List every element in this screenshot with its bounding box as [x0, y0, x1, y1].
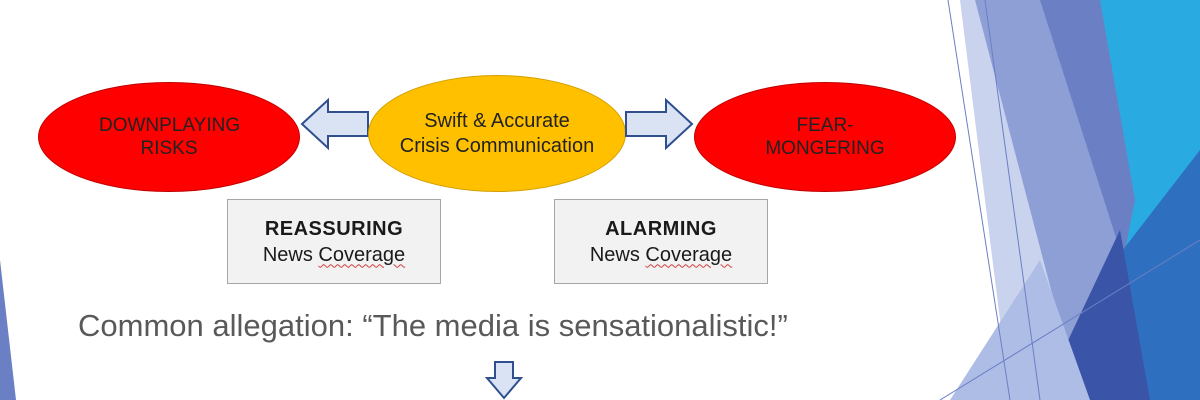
alarming-coverage-box: ALARMING News Coverage [554, 199, 768, 284]
deco-line-2 [984, 0, 1041, 400]
reassuring-coverage-word: Coverage [318, 243, 406, 266]
alarming-news-word: News [589, 243, 646, 266]
down-arrow-icon [485, 361, 523, 400]
fear-mongering-ellipse: FEAR-MONGERING [694, 82, 956, 192]
deco-shape-light [950, 260, 1090, 400]
deco-line-1 [947, 0, 1011, 400]
reassuring-title: REASSURING [264, 217, 404, 240]
reassuring-news-word: News [262, 243, 319, 266]
deco-line-3 [939, 239, 1200, 400]
left-arrow-icon [300, 98, 369, 150]
right-arrow-icon [625, 98, 694, 150]
crisis-communication-ellipse: Swift & Accurate Crisis Communication [368, 75, 626, 192]
alarming-title: ALARMING [605, 217, 717, 240]
fear-mongering-label: FEAR-MONGERING [765, 114, 885, 159]
common-allegation-text: Common allegation: “The media is sensati… [78, 308, 788, 343]
reassuring-subtitle: News Coverage [228, 242, 440, 268]
alarming-subtitle: News Coverage [555, 242, 767, 268]
downplaying-risks-ellipse: DOWNPLAYING RISKS [38, 82, 300, 192]
alarming-coverage-word: Coverage [645, 243, 733, 266]
crisis-communication-label: Swift & Accurate Crisis Communication [399, 110, 595, 157]
reassuring-coverage-box: REASSURING News Coverage [227, 199, 441, 284]
deco-left-sliver [0, 260, 16, 400]
downplaying-risks-label: DOWNPLAYING RISKS [99, 114, 241, 159]
